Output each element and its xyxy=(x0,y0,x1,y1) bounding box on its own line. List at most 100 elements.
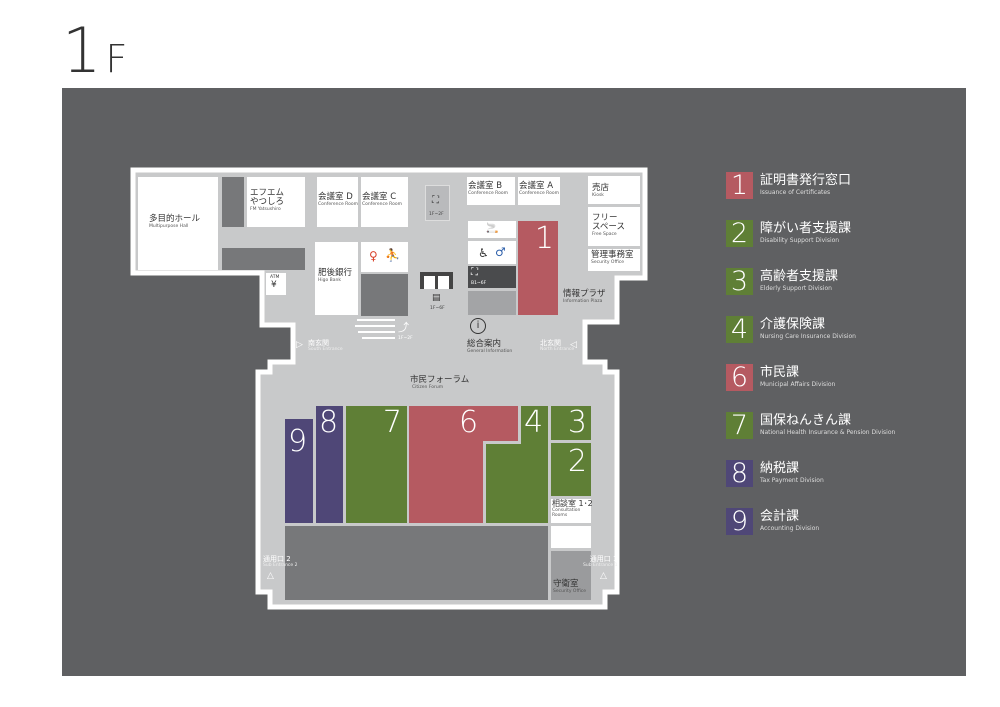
room-label-en: Consultation xyxy=(552,508,581,514)
area-1-certificates[interactable]: 1 xyxy=(518,221,558,315)
atm[interactable]: ATM ¥ xyxy=(266,273,286,295)
elevator-door xyxy=(438,276,449,289)
area-6-municipal-affairs[interactable]: 6 xyxy=(409,406,518,441)
legend-number: 1 xyxy=(726,172,753,200)
smoking-room[interactable]: 🚬 xyxy=(468,221,516,238)
entrance-label: 通用口 2 xyxy=(263,555,291,563)
room-label-en: Multipurpose Hall xyxy=(149,223,189,229)
room-label-en: Conference Room xyxy=(362,201,402,207)
legend-number: 6 xyxy=(726,364,753,392)
stairs-lines xyxy=(355,319,395,339)
room-label: フリー xyxy=(592,213,618,223)
area-2-disability-support[interactable]: 2 xyxy=(551,443,591,496)
legend-label-en: Accounting Division xyxy=(760,525,820,532)
room-label: 会議室 B xyxy=(468,181,503,191)
escalator-icon: ⤴ xyxy=(398,321,409,334)
room-label: 相談室 1･2 xyxy=(552,499,593,508)
legend-label: 障がい者支援課 xyxy=(760,221,852,236)
womens-restroom[interactable]: ♀ ⛹ xyxy=(361,242,408,272)
wheelchair-icon: ♿ xyxy=(478,246,489,260)
area-label-en: Citizen Forum xyxy=(412,384,444,390)
legend-label-en: Municipal Affairs Division xyxy=(760,381,836,388)
large-service-area xyxy=(285,526,548,600)
area-number: 7 xyxy=(382,405,402,440)
legend-label-en: Tax Payment Division xyxy=(760,477,824,484)
accessible-restroom[interactable]: ♿ ♂ xyxy=(468,241,516,264)
room-label-en: Security Office xyxy=(553,588,587,594)
room-label-en: Rooms xyxy=(552,513,568,519)
legend-number: 3 xyxy=(726,268,753,296)
storage-block xyxy=(222,248,305,270)
legend-label-en: Nursing Care Insurance Division xyxy=(760,333,856,340)
legend-number: 9 xyxy=(726,508,753,536)
elevator-label: 1F~6F xyxy=(430,306,445,311)
floor-suffix: F xyxy=(105,37,128,81)
area-4-nursing-care[interactable]: 4 xyxy=(521,406,548,444)
legend-number: 7 xyxy=(726,412,753,440)
area-8-tax-payment[interactable]: 8 xyxy=(316,406,343,523)
male-restroom-icon: ♂ xyxy=(495,245,506,259)
area-number: 6 xyxy=(459,405,479,440)
legend-number: 2 xyxy=(726,220,753,248)
room-label-en: Conference Room xyxy=(519,190,559,196)
room-label: やつしろ xyxy=(250,196,285,207)
female-restroom-icon: ♀ xyxy=(369,249,378,263)
room-label-en: Higo Bank xyxy=(318,277,341,283)
legend-label-en: Issuance of Certificates xyxy=(760,189,831,196)
smoking-icon: 🚬 xyxy=(486,223,499,234)
room-blank xyxy=(551,526,591,548)
area-number: 3 xyxy=(567,405,587,440)
area-3-elderly-support[interactable]: 3 xyxy=(551,406,591,440)
stairs-b1-6f[interactable]: ⛶ B1~6F xyxy=(468,266,516,288)
area-number: 1 xyxy=(534,221,554,256)
area-7-health-insurance-pension[interactable]: 7 xyxy=(346,406,407,523)
stairs-icon: ⛶ xyxy=(471,267,478,278)
entrance-label-en: South Entrance xyxy=(308,347,343,353)
area-label: 総合案内 xyxy=(467,339,502,349)
legend-number: 8 xyxy=(726,460,753,488)
stairs[interactable]: ⛶ 1F~2F xyxy=(425,185,450,221)
atm-label: ATM xyxy=(270,275,280,280)
room-label-en: Free Space xyxy=(592,231,617,237)
room-label: 多目的ホール xyxy=(149,214,201,224)
area-label: 情報プラザ xyxy=(563,289,606,299)
room-label-en: Conference Room xyxy=(468,190,508,196)
legend-label-en: Disability Support Division xyxy=(760,237,840,244)
elevator[interactable] xyxy=(420,272,453,289)
storage-block xyxy=(222,177,244,227)
area-number: 8 xyxy=(319,405,339,440)
room-label: 肥後銀行 xyxy=(318,268,353,278)
legend-label: 市民課 xyxy=(760,365,800,380)
north-entrance-arrow-icon: ◁ xyxy=(570,340,577,350)
service-block xyxy=(361,274,408,316)
info-icon: i xyxy=(470,318,486,334)
room-label: エフエム xyxy=(250,188,285,198)
room-label: 会議室 C xyxy=(362,192,397,202)
room-label: 売店 xyxy=(592,183,610,193)
sub-entrance-1-arrow-icon: △ xyxy=(600,571,607,581)
area-9-accounting[interactable]: 9 xyxy=(285,419,313,523)
legend-label: 高齢者支援課 xyxy=(760,269,839,284)
